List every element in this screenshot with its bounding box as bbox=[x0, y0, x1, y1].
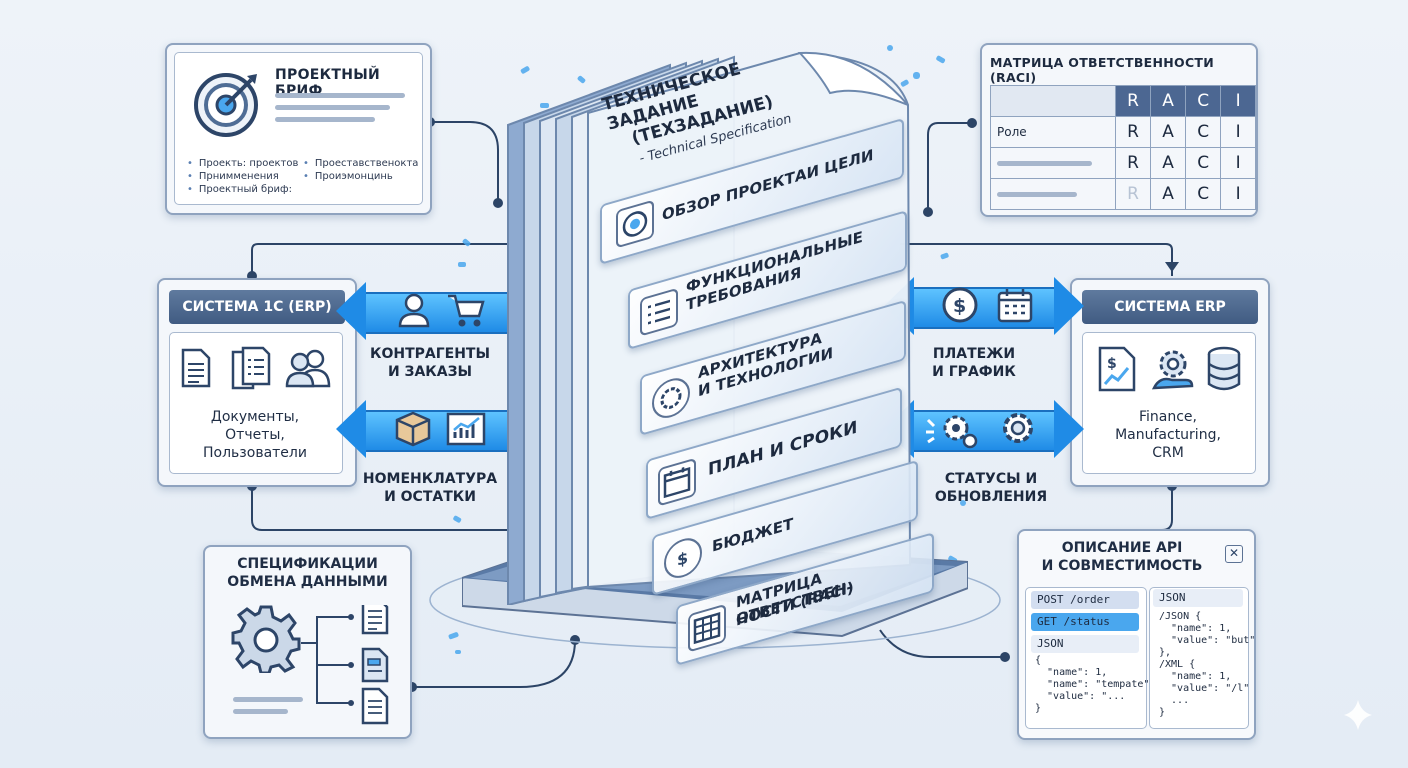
raci-title: МАТРИЦА ОТВЕТСТВЕННОСТИ (RACI) bbox=[990, 55, 1215, 85]
raci-letter: I bbox=[1220, 116, 1256, 148]
gear-icon bbox=[652, 373, 690, 423]
gear-icon bbox=[1003, 413, 1033, 443]
svg-text:$: $ bbox=[953, 295, 966, 317]
target-icon bbox=[616, 199, 654, 249]
database-icon bbox=[1207, 346, 1241, 391]
raci-letter: R bbox=[1114, 116, 1152, 148]
spec-section-architecture[interactable]: АРХИТЕКТУРА И ТЕХНОЛОГИИ bbox=[640, 299, 906, 436]
text-line bbox=[275, 93, 405, 98]
system-erp-title: СИСТЕМА ERP bbox=[1082, 290, 1258, 324]
api-json-box bbox=[1149, 587, 1249, 729]
raci-letter: C bbox=[1185, 178, 1222, 210]
raci-row-label: Роле bbox=[990, 116, 1116, 148]
arrow-label-nomenclature: НОМЕНКЛАТУРА И ОСТАТКИ bbox=[362, 471, 498, 505]
data-exchange-title: СПЕЦИФИКАЦИИ ОБМЕНА ДАННЫМИ bbox=[227, 556, 388, 590]
calendar-icon bbox=[997, 289, 1033, 323]
box-icon bbox=[395, 411, 431, 447]
brief-bullet: Проиэмонцинь bbox=[303, 171, 393, 182]
api-endpoints-box bbox=[1025, 587, 1147, 729]
arrow-label-counterparties: КОНТРАГЕНТЫ И ЗАКАЗЫ bbox=[370, 346, 490, 380]
dollar-coin-icon: $ bbox=[942, 287, 978, 323]
json-label-left: JSON bbox=[1031, 635, 1139, 653]
cart-icon bbox=[448, 294, 485, 327]
brief-bullet: Проеставственокта bbox=[303, 158, 419, 169]
brief-bullet: Прнимменения bbox=[187, 171, 279, 182]
raci-letter: R bbox=[1114, 85, 1152, 117]
project-brief-panel: ПРОЕКТНЫЙ БРИФ Проекть: проектов Прнимме… bbox=[165, 43, 432, 215]
system-1c-panel: СИСТЕМА 1С (ERP) Документы, Отчеты, Поль… bbox=[157, 278, 357, 487]
spec-section-plan[interactable]: ПЛАН И СРОКИ bbox=[646, 386, 902, 520]
raci-letter: C bbox=[1185, 116, 1222, 148]
raci-letter: A bbox=[1150, 147, 1187, 179]
raci-letter: I bbox=[1220, 85, 1256, 117]
close-icon[interactable]: ✕ bbox=[1225, 545, 1243, 563]
arrow-label-statuses: СТАТУСЫ И ОБНОВЛЕНИЯ bbox=[934, 471, 1048, 505]
spec-section-budget[interactable]: $ БЮДЖЕТ bbox=[652, 459, 918, 596]
system-erp-panel: СИСТЕМА ERP $ Finance, Manufacturing, CR… bbox=[1070, 278, 1270, 487]
spec-section-functional[interactable]: ФУНКЦИОНАЛЬНЫЕ ТРЕБОВАНИЯ bbox=[628, 209, 907, 350]
system-erp-desc: Finance, Manufacturing, CRM bbox=[1115, 409, 1221, 461]
users-icon bbox=[285, 349, 331, 388]
code-sample-right: /JSON { "name": 1, "value": "but" }, /XM… bbox=[1159, 611, 1256, 718]
raci-letter: A bbox=[1150, 116, 1187, 148]
system-1c-desc: Документы, Отчеты, Пользователи bbox=[203, 409, 307, 461]
checklist-icon bbox=[640, 287, 678, 337]
raci-letter: A bbox=[1150, 178, 1187, 210]
person-icon bbox=[398, 293, 430, 328]
report-icon bbox=[231, 346, 271, 390]
sync-gears-icon bbox=[926, 415, 978, 449]
calendar-icon bbox=[658, 457, 696, 507]
arrow-payments-schedule: $ bbox=[884, 277, 1084, 335]
raci-letter: I bbox=[1220, 178, 1256, 210]
spec-section-overview[interactable]: ОБЗОР ПРОЕКТАИ ЦЕЛИ bbox=[600, 117, 904, 265]
document-icon bbox=[181, 348, 211, 388]
endpoint-post-order[interactable]: POST /order bbox=[1031, 591, 1139, 609]
spec-section-raci[interactable]: МАТРИЦА ОТВЕТСТВЕН- НОСТИ (RACI) bbox=[676, 532, 934, 666]
system-1c-title: СИСТЕМА 1С (ERP) bbox=[169, 290, 345, 324]
raci-letter: C bbox=[1185, 85, 1222, 117]
brief-bullet: Проектный бриф: bbox=[187, 184, 292, 195]
finance-report-icon: $ bbox=[1098, 346, 1136, 392]
raci-letter: R bbox=[1114, 178, 1152, 210]
raci-letter: C bbox=[1185, 147, 1222, 179]
api-title: ОПИСАНИЕ API И СОВМЕСТИМОСТЬ bbox=[1041, 540, 1203, 574]
text-line bbox=[233, 697, 303, 702]
manufacturing-icon bbox=[1151, 350, 1194, 390]
svg-text:$: $ bbox=[677, 548, 688, 570]
table-icon bbox=[688, 603, 726, 653]
code-sample-left: { "name": 1, "name": "tempate", "value":… bbox=[1035, 655, 1156, 714]
raci-table: R A C I Роле R A C I R A C I R A C I bbox=[990, 85, 1256, 210]
raci-letter: R bbox=[1114, 147, 1152, 179]
target-icon bbox=[194, 73, 258, 137]
gear-icon bbox=[231, 605, 301, 673]
raci-letter: A bbox=[1150, 85, 1187, 117]
text-line bbox=[233, 709, 288, 714]
bar-chart-icon bbox=[446, 412, 486, 446]
data-exchange-panel: СПЕЦИФИКАЦИИ ОБМЕНА ДАННЫМИ bbox=[203, 545, 412, 739]
text-line bbox=[275, 105, 390, 110]
api-panel: ОПИСАНИЕ API И СОВМЕСТИМОСТЬ ✕ POST /ord… bbox=[1017, 529, 1256, 740]
raci-panel: МАТРИЦА ОТВЕТСТВЕННОСТИ (RACI) R A C I Р… bbox=[980, 43, 1258, 217]
json-label-right: JSON bbox=[1153, 589, 1243, 607]
dollar-icon: $ bbox=[664, 533, 702, 583]
brief-bullet: Проекть: проектов bbox=[187, 158, 298, 169]
svg-text:$: $ bbox=[1107, 356, 1117, 372]
text-line bbox=[275, 117, 375, 122]
endpoint-get-status[interactable]: GET /status bbox=[1031, 613, 1139, 631]
arrow-label-payments: ПЛАТЕЖИ И ГРАФИК bbox=[932, 346, 1016, 380]
doc-flow-lines bbox=[301, 605, 389, 725]
raci-letter: I bbox=[1220, 147, 1256, 179]
